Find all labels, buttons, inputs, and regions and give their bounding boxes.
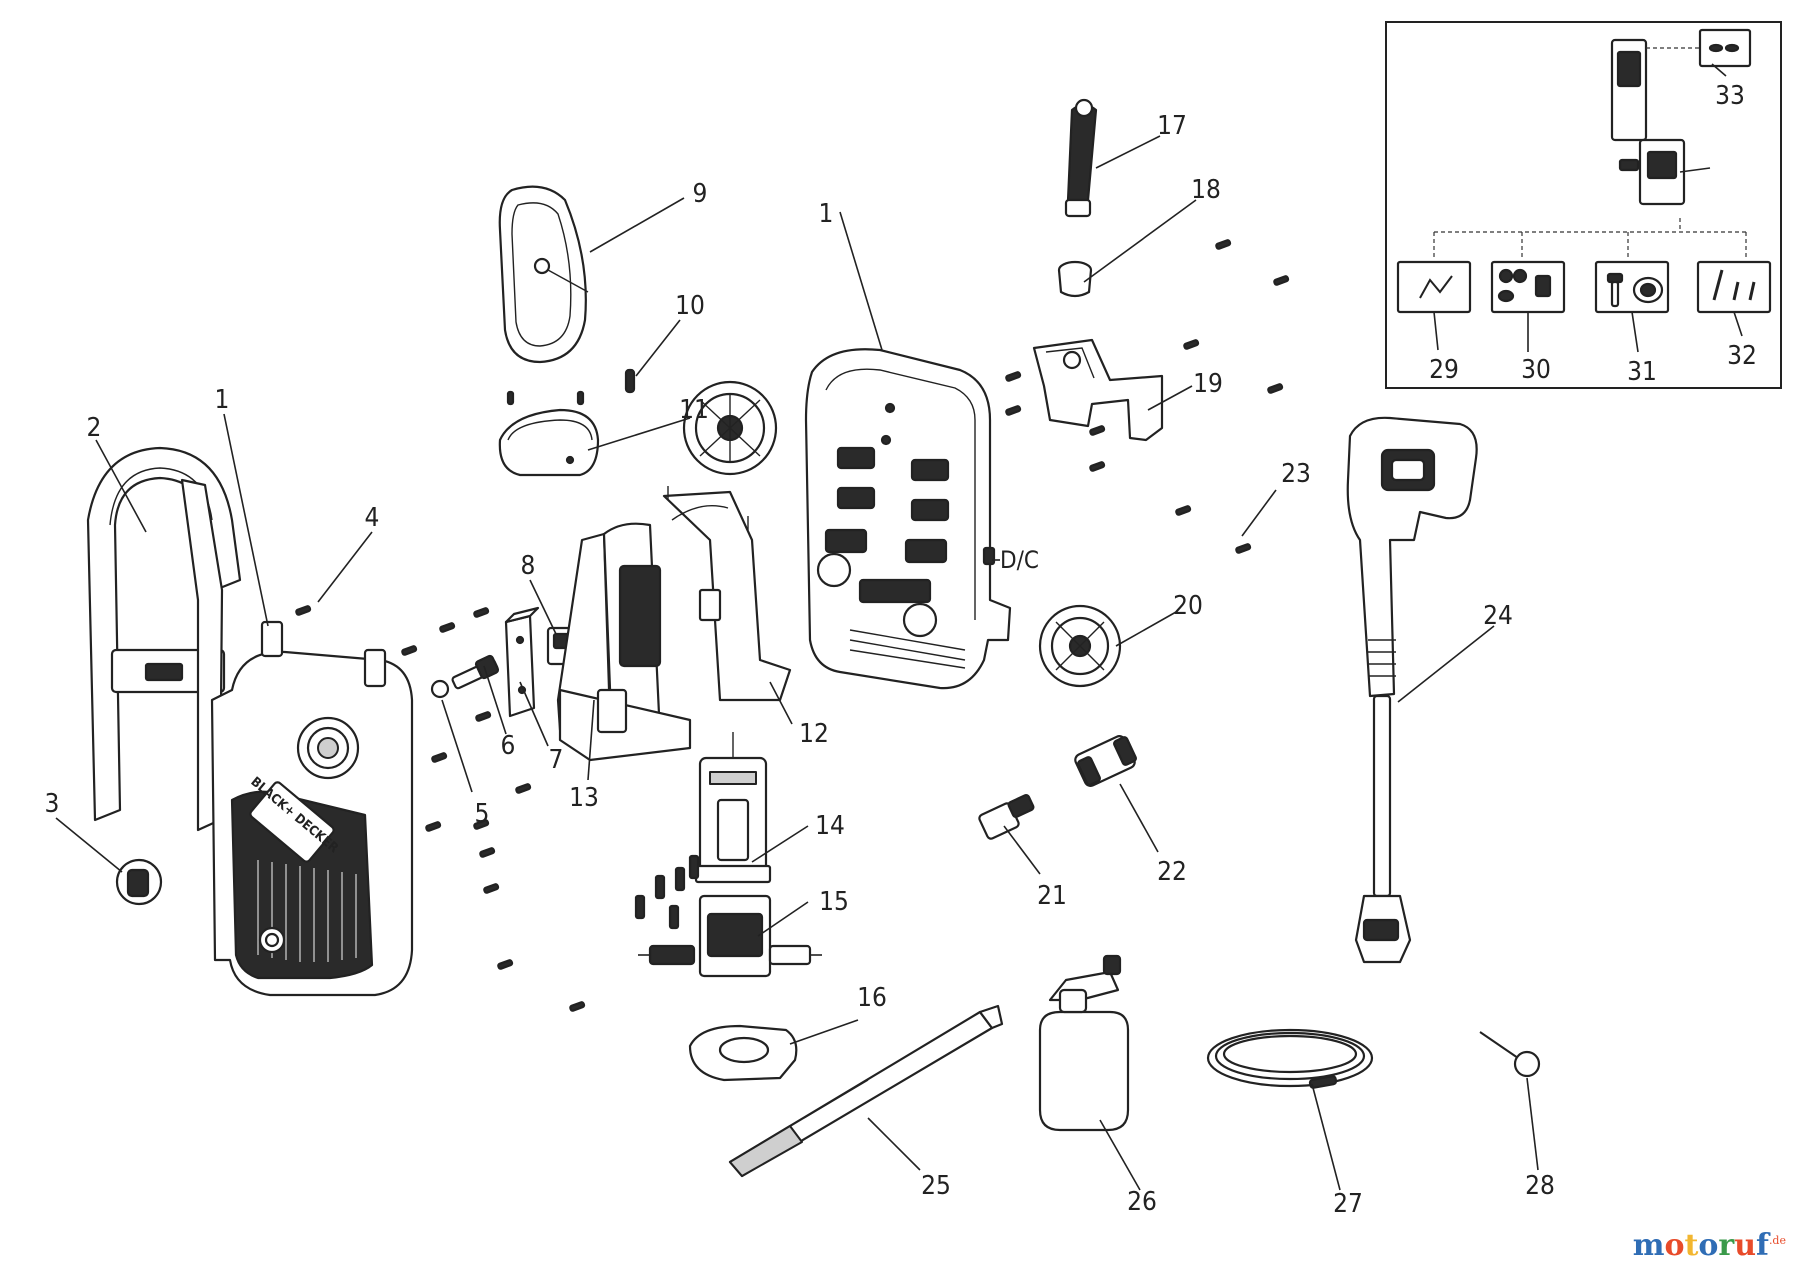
label-10: 10 — [675, 291, 705, 321]
label-5: 5 — [475, 799, 490, 829]
part-spray-gun — [1346, 416, 1478, 964]
watermark-letter: m — [1632, 1228, 1665, 1263]
part-front-housing: BLACK+ DECKER — [210, 620, 414, 997]
part-hose — [1206, 1028, 1374, 1089]
label-27: 27 — [1333, 1189, 1363, 1219]
label-13: 13 — [569, 783, 599, 813]
part-pump-motor — [694, 732, 772, 884]
label-17: 17 — [1157, 111, 1187, 141]
screws-right — [1005, 239, 1290, 554]
label-21: 21 — [1037, 881, 1067, 911]
part-rear-housing — [804, 348, 1012, 690]
part-clip — [624, 368, 636, 394]
part-detergent-bottle — [1038, 954, 1130, 1132]
part-pump-head — [634, 854, 822, 978]
part-wheel-left — [682, 380, 778, 476]
label-9: 9 — [693, 179, 708, 209]
label-4: 4 — [365, 503, 380, 533]
label-30: 30 — [1521, 355, 1551, 385]
part-strap — [728, 1004, 1004, 1178]
leader-lines — [55, 63, 1743, 1191]
label-19: 19 — [1193, 369, 1223, 399]
kit-inset-box — [1385, 21, 1782, 389]
label-20: 20 — [1173, 591, 1203, 621]
label-22: 22 — [1157, 857, 1187, 887]
label-14: 14 — [815, 811, 845, 841]
label-1a: 1 — [215, 385, 230, 415]
dc-note: D/C — [1000, 546, 1039, 574]
label-12: 12 — [799, 719, 829, 749]
part-base-pad — [688, 1024, 798, 1082]
label-24: 24 — [1483, 601, 1513, 631]
label-25: 25 — [921, 1171, 951, 1201]
label-1b: 1 — [819, 199, 834, 229]
watermark-letter: t — [1684, 1228, 1699, 1263]
watermark-letter: r — [1718, 1228, 1735, 1263]
part-outlet-fitting — [978, 793, 1035, 840]
label-2: 2 — [87, 413, 102, 443]
part-nozzle — [1064, 98, 1098, 218]
part-inlet-fitting — [451, 654, 500, 690]
part-cleaning-needle — [1479, 1031, 1541, 1078]
part-bushing — [1057, 260, 1093, 298]
watermark-logo: motoruf.de — [1633, 1228, 1786, 1263]
part-rear-frame — [662, 486, 792, 702]
watermark-letter: o — [1698, 1228, 1719, 1263]
part-o-ring — [430, 679, 450, 699]
watermark-suffix: .de — [1768, 1234, 1786, 1247]
label-3: 3 — [45, 789, 60, 819]
label-18: 18 — [1191, 175, 1221, 205]
part-inner-frame — [556, 522, 692, 762]
label-11: 11 — [679, 395, 709, 425]
part-quick-connector — [1074, 735, 1137, 787]
label-29: 29 — [1429, 355, 1459, 385]
part-top-cover — [498, 408, 600, 477]
label-6: 6 — [501, 731, 516, 761]
watermark-letter: o — [1664, 1228, 1685, 1263]
label-28: 28 — [1525, 1171, 1555, 1201]
label-26: 26 — [1127, 1187, 1157, 1217]
label-8: 8 — [521, 551, 536, 581]
part-wheel-right — [1038, 604, 1122, 688]
part-accessory-holder — [1032, 338, 1164, 442]
part-labels: 1 1 2 3 4 5 6 7 8 9 10 11 12 13 14 15 16… — [45, 81, 1757, 1219]
label-31: 31 — [1627, 357, 1657, 387]
part-cap — [115, 858, 163, 906]
label-23: 23 — [1281, 459, 1311, 489]
label-15: 15 — [819, 887, 849, 917]
watermark-letter: u — [1734, 1228, 1757, 1263]
label-32: 32 — [1727, 341, 1757, 371]
screws-left — [295, 390, 586, 1012]
watermark-letter: f — [1756, 1228, 1769, 1263]
part-cord-wrap — [498, 185, 589, 364]
label-33: 33 — [1715, 81, 1745, 111]
label-7: 7 — [549, 745, 564, 775]
part-switch-plate — [504, 606, 540, 718]
label-16: 16 — [857, 983, 887, 1013]
